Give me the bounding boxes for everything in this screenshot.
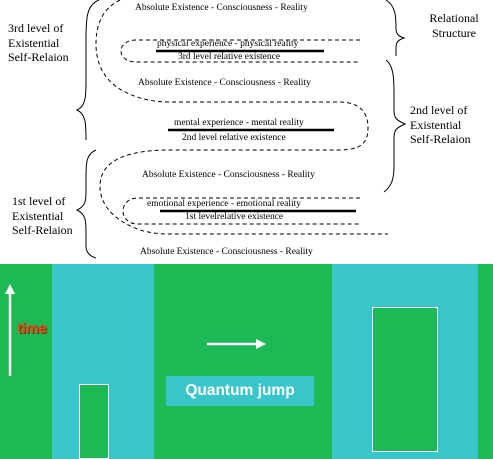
label-1st-level: 1st level of Existential Self-Relaion bbox=[12, 194, 84, 238]
right-arrow-icon bbox=[207, 339, 266, 349]
panel-green-left bbox=[0, 264, 52, 459]
label-3rd-level: 3rd level of Existential Self-Relaion bbox=[8, 21, 86, 65]
label-2nd-level-text: 2nd level of Existential Self-Relaion bbox=[410, 103, 471, 146]
label-3rd-level-text: 3rd level of Existential Self-Relaion bbox=[8, 21, 69, 64]
label-1st-level-text: 1st level of Existential Self-Relaion bbox=[12, 194, 73, 237]
absolute-line-1: Absolute Existence - Consciousness - Rea… bbox=[135, 3, 308, 13]
relative-1st: 1st levelrelative existence bbox=[185, 212, 284, 222]
label-relational-structure-text: Relational Structure bbox=[429, 11, 479, 40]
relative-3rd: 3rd level relative existence bbox=[178, 52, 281, 62]
panel-green-center bbox=[154, 264, 332, 459]
brace-relational-structure bbox=[385, 0, 406, 56]
relative-2nd: 2nd level relative existence bbox=[182, 133, 286, 143]
dashed-serpentine-path bbox=[95, 0, 388, 235]
label-relational-structure: Relational Structure bbox=[418, 11, 490, 40]
experience-mental: mental experience - mental reality bbox=[174, 118, 304, 128]
experience-emotional: emotional experience - emotional reality bbox=[147, 199, 302, 209]
existential-levels-diagram: Absolute Existence - Consciousness - Rea… bbox=[8, 0, 492, 259]
small-green-block bbox=[79, 384, 109, 459]
brace-1st-level bbox=[75, 149, 97, 259]
dashed-box-physical bbox=[120, 39, 360, 63]
time-arrow-icon bbox=[5, 284, 15, 376]
quantum-jump-label: Quantum jump bbox=[166, 376, 314, 406]
diagram-lines bbox=[75, 0, 407, 259]
brace-2nd-level bbox=[383, 59, 407, 193]
absolute-line-4: Absolute Existence - Consciousness - Rea… bbox=[140, 247, 313, 257]
tall-green-block bbox=[372, 307, 438, 452]
absolute-line-2: Absolute Existence - Consciousness - Rea… bbox=[138, 78, 311, 88]
brace-3rd-level bbox=[75, 0, 100, 141]
experience-physical: physical experience - physical reality bbox=[157, 39, 299, 49]
time-label: time bbox=[17, 320, 47, 337]
panel-green-right bbox=[478, 264, 493, 459]
label-2nd-level: 2nd level of Existential Self-Relaion bbox=[410, 103, 492, 147]
absolute-line-3: Absolute Existence - Consciousness - Rea… bbox=[142, 170, 315, 180]
quantum-jump-banner: time Quantum jump bbox=[0, 264, 493, 459]
arrows-layer bbox=[5, 284, 266, 376]
